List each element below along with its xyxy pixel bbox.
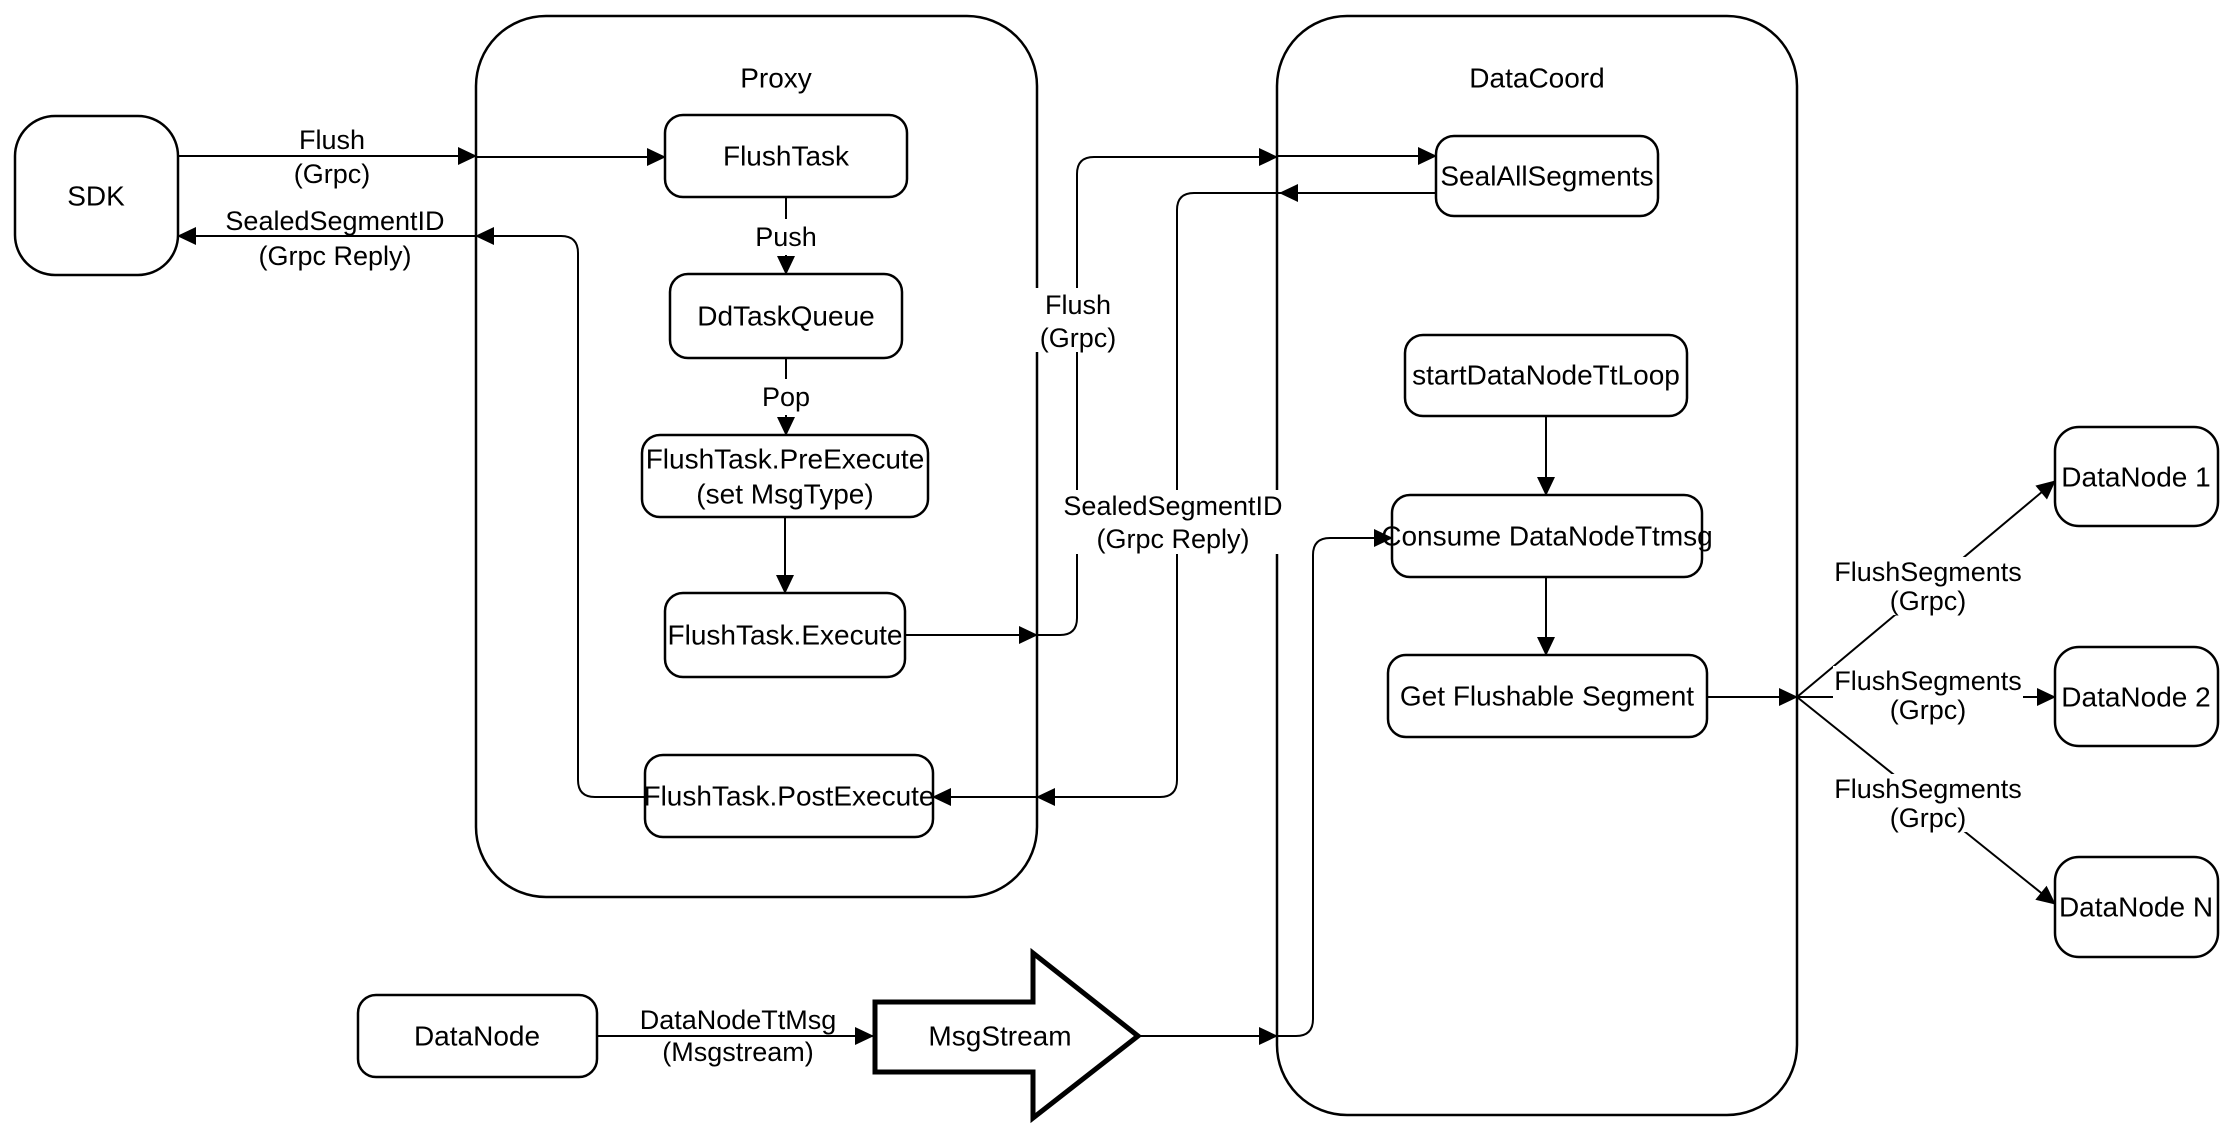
push-label-bg — [747, 219, 825, 255]
pre-execute-sublabel: (set MsgType) — [696, 479, 873, 510]
datanode-bottom-label: DataNode — [414, 1021, 540, 1052]
flush-segments-2-line2: (Grpc) — [1890, 695, 1967, 725]
start-datanode-tt-loop-label: startDataNodeTtLoop — [1412, 360, 1680, 391]
sdk-node — [13, 114, 180, 277]
pre-execute-label: FlushTask.PreExecute — [646, 444, 925, 475]
datanode-ttmsg-label-line1: DataNodeTtMsg — [640, 1005, 837, 1035]
flush-segments-2-label-bg — [1833, 666, 2023, 724]
flush-segments-3-label-bg — [1833, 774, 2023, 832]
sealed-sdk-label-line1: SealedSegmentID — [225, 206, 444, 236]
push-label: Push — [755, 222, 817, 252]
sdk-label: SDK — [67, 181, 125, 212]
seal-all-segments-label: SealAllSegments — [1440, 161, 1653, 192]
dd-task-queue-label: DdTaskQueue — [697, 301, 874, 332]
datanode-1-label: DataNode 1 — [2061, 462, 2210, 493]
flush-segments-1-line2: (Grpc) — [1890, 586, 1967, 616]
flush-segments-1-label-bg — [1833, 557, 2023, 615]
flush-segments-3-line1: FlushSegments — [1834, 774, 2022, 804]
flush-mid-label-line1: Flush — [1045, 290, 1111, 320]
execute-label: FlushTask.Execute — [668, 620, 903, 651]
datanode-n-label: DataNode N — [2059, 892, 2213, 923]
flush-mid-label-bg — [1020, 288, 1138, 352]
get-flushable-segment-label: Get Flushable Segment — [1400, 681, 1694, 712]
flush-sdk-label-line2: (Grpc) — [294, 159, 371, 189]
datanode-2-label: DataNode 2 — [2061, 682, 2210, 713]
proxy-title: Proxy — [740, 63, 812, 94]
sealed-mid-label-line1: SealedSegmentID — [1063, 491, 1282, 521]
datanode-ttmsg-label-line2: (Msgstream) — [662, 1037, 814, 1067]
edge-border-up-to-consume — [1277, 529, 1393, 1037]
post-execute-label: FlushTask.PostExecute — [643, 781, 934, 812]
msgstream-block-arrow — [872, 947, 1143, 1124]
datanode-n-node — [2053, 855, 2220, 959]
msgstream-label: MsgStream — [928, 1021, 1071, 1052]
sealed-mid-label-line2: (Grpc Reply) — [1096, 524, 1249, 554]
flush-mid-label-line2: (Grpc) — [1040, 323, 1117, 353]
pop-label: Pop — [762, 382, 810, 412]
consume-datanode-ttmsg-label: Consume DataNodeTtmsg — [1381, 521, 1712, 552]
flush-segments-3-line2: (Grpc) — [1890, 803, 1967, 833]
edge-postexecute-to-proxy-border — [475, 227, 645, 798]
datacoord-title: DataCoord — [1469, 63, 1604, 94]
flush-sdk-label-line1: Flush — [299, 125, 365, 155]
sealed-sdk-label-line2: (Grpc Reply) — [258, 241, 411, 271]
datanode-1-node — [2053, 425, 2220, 528]
seal-all-segments-node — [1434, 134, 1660, 218]
pop-label-bg — [757, 379, 815, 415]
edge-flush-up-to-datacoord-border — [1037, 148, 1278, 636]
flush-segments-1-line1: FlushSegments — [1834, 557, 2022, 587]
flush-segments-2-line1: FlushSegments — [1834, 666, 2022, 696]
sealed-mid-label-bg — [1064, 490, 1282, 554]
flush-task-label: FlushTask — [723, 141, 850, 172]
